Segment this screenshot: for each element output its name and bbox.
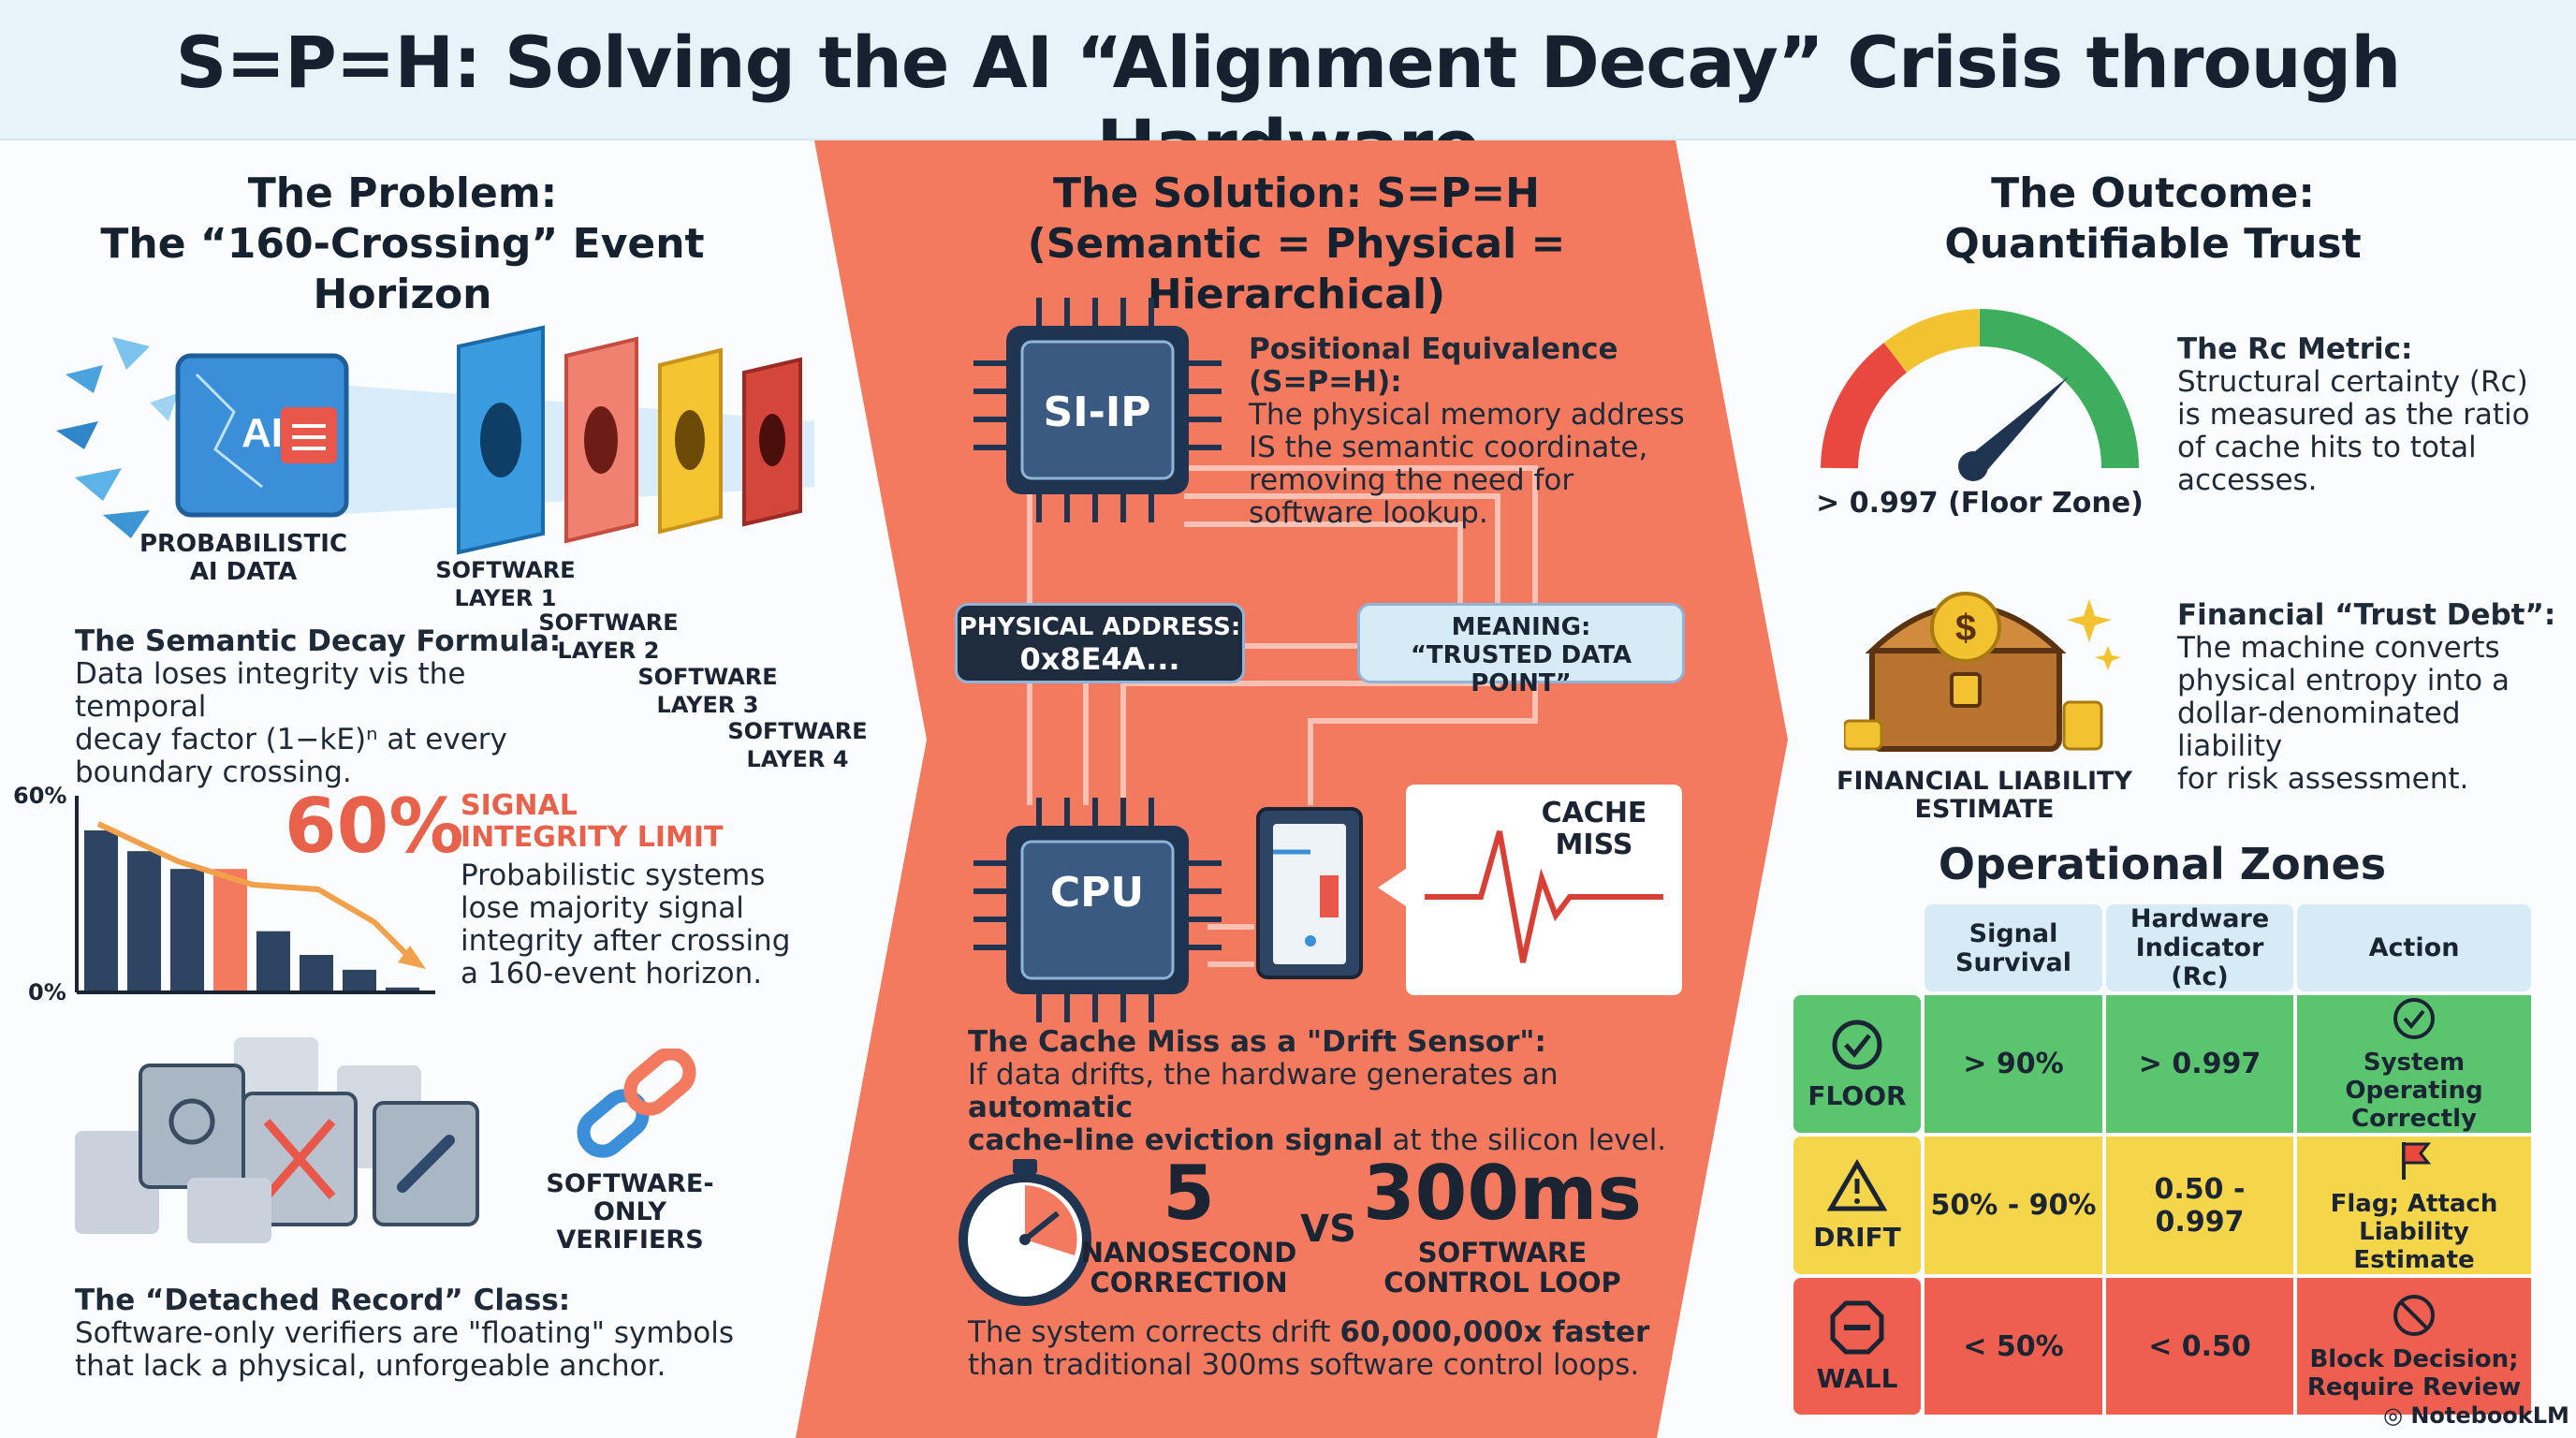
decay-bar [127,851,161,990]
siip-label: SI-IP [1043,389,1151,436]
svg-text:$: $ [1955,608,1976,649]
faster-text: The system corrects drift 60,000,000x fa… [968,1315,1650,1382]
notebooklm-icon: ◎ [2383,1402,2403,1429]
zone-row-wall: WALL < 50% < 0.50 Block Decision;Require… [1793,1278,2531,1415]
cache-block-icon [1256,807,1363,979]
big-percent: 60% [285,783,464,870]
decay-bar [256,931,290,990]
column-action: Action [2297,904,2531,991]
treasure-chest-icon: $ [1844,592,2121,752]
zones-heading: Operational Zones [1938,839,2387,889]
decay-bar-chart [75,796,435,994]
decay-bar [343,969,376,990]
financial-liability-caption: FINANCIAL LIABILITY ESTIMATE [1837,767,2132,824]
decay-bar [386,987,419,990]
detached-record-class: The “Detached Record” Class: Software-on… [75,1284,735,1383]
rc-metric: The Rc Metric: Structural certainty (Rc)… [2177,332,2530,497]
physical-address-box: PHYSICAL ADDRESS: 0x8E4A... [955,603,1245,683]
flag-icon [2402,1142,2432,1180]
stopwatch-icon [959,1159,1091,1306]
decay-bar [213,869,247,990]
title-band [0,0,2576,140]
gauge-label: > 0.997 (Floor Zone) [1816,487,2144,520]
stop-sign-icon [1830,1300,1884,1354]
decay-bar [170,869,204,990]
semantic-decay-formula: The Semantic Decay Formula: Data loses i… [75,624,562,789]
decay-bar [300,955,333,990]
limit-description: Probabilistic systems lose majority sign… [461,858,791,990]
fast-value: 5 [1163,1150,1215,1237]
signal-integrity-limit: SIGNAL INTEGRITY LIMIT [461,789,724,854]
probabilistic-ai-data-caption: PROBABILISTIC AI DATA [139,530,348,586]
check-circle-icon [2393,998,2435,1039]
software-only-verifiers-caption: SOFTWARE-ONLY VERIFIERS [546,1169,714,1255]
block-icon [2393,1294,2435,1336]
slow-value: 300ms [1363,1150,1642,1237]
vs-label: VS [1300,1208,1356,1251]
check-circle-icon [1832,1020,1882,1070]
positional-equivalence: Positional Equivalence (S=P=H): The phys… [1249,332,1685,530]
notebooklm-brand: ◎ NotebookLM [2383,1402,2569,1429]
chart-y-tick-bottom: 0% [28,979,66,1005]
outcome-heading: The Outcome: Quantifiable Trust [1944,169,2362,268]
broken-link-icon [577,1049,696,1158]
ai-data-illustration: AI [56,325,814,555]
problem-heading: The Problem: The “160-Crossing” Event Ho… [100,169,705,318]
zone-row-drift: DRIFT 50% - 90% 0.50 - 0.997 Flag; Attac… [1793,1137,2531,1274]
ai-chip-label: AI [242,410,283,456]
page-title: S=P=H: Solving the AI “Alignment Decay” … [175,21,2402,187]
solution-heading: The Solution: S=P=H (Semantic = Physical… [1027,169,1566,318]
drift-sensor-text: The Cache Miss as a "Drift Sensor": If d… [968,1025,1667,1157]
warning-triangle-icon [1826,1159,1888,1211]
detached-records-illustration [75,1037,479,1243]
decay-bar [84,830,118,990]
cache-miss-panel [1378,785,1682,995]
rc-gauge [1821,309,2139,481]
meaning-box: MEANING: “TRUSTED DATA POINT” [1357,603,1685,697]
cpu-label: CPU [1049,869,1145,917]
cache-miss-label: CACHE MISS [1541,797,1647,861]
fast-caption: NANOSECOND CORRECTION [1080,1237,1297,1299]
chart-y-tick-top: 60% [13,783,67,809]
cpu-chip [973,798,1222,1022]
siip-chip [973,298,1222,522]
trust-debt: Financial “Trust Debt”: The machine conv… [2177,598,2556,796]
slow-caption: SOFTWARE CONTROL LOOP [1383,1237,1621,1299]
